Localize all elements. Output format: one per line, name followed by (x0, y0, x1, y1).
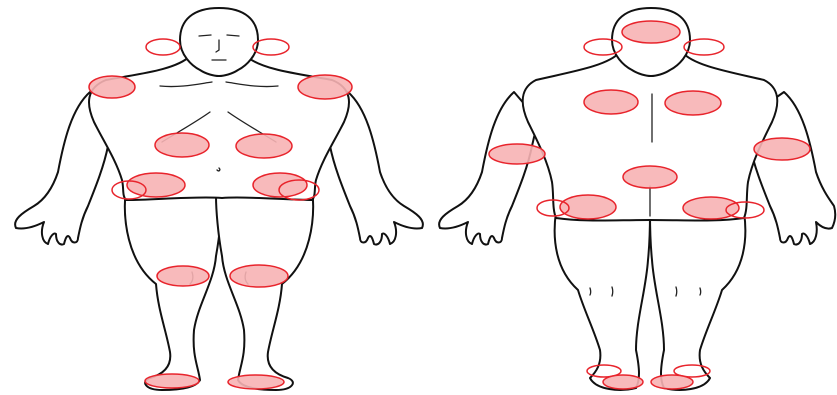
back-left-arm (439, 92, 538, 245)
tender-point-front-right-ear (253, 39, 289, 55)
tender-point-back-right-elbow (754, 138, 810, 160)
tender-point-back-left-upper-back (584, 90, 638, 114)
tender-point-front-right-shoulder (298, 75, 352, 99)
back-body-figure (439, 8, 835, 390)
tender-point-front-left-foot (145, 374, 199, 388)
tender-point-front-left-hip (127, 173, 185, 197)
tender-point-back-lower-back (623, 166, 677, 188)
tender-point-back-occiput (622, 21, 680, 43)
tender-point-front-left-chest (155, 133, 209, 157)
tender-point-front-left-shoulder (89, 76, 135, 98)
front-right-leg (216, 188, 313, 390)
tender-point-back-right-heel-inner (651, 375, 693, 389)
back-right-leg (650, 212, 745, 390)
tender-point-front-right-foot (228, 375, 284, 389)
tender-point-front-right-chest (236, 134, 292, 158)
tender-point-front-left-ear (146, 39, 180, 55)
back-left-leg (555, 212, 650, 390)
tender-point-front-left-knee (157, 266, 209, 286)
tender-point-back-right-upper-back (665, 91, 721, 115)
front-left-leg (125, 188, 222, 390)
tender-point-front-right-knee (230, 265, 288, 287)
tender-point-back-left-elbow (489, 144, 545, 164)
front-body-figure (15, 8, 423, 390)
tender-point-back-left-heel-inner (603, 375, 643, 389)
